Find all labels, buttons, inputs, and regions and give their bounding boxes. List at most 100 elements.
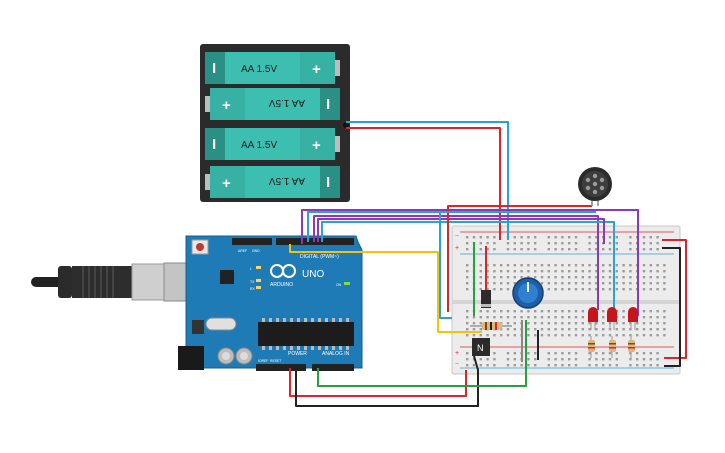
breadboard-hole[interactable]	[540, 334, 544, 337]
breadboard-hole[interactable]	[656, 242, 659, 245]
breadboard-hole[interactable]	[472, 364, 476, 367]
breadboard-hole[interactable]	[547, 248, 550, 251]
wire-green-analog[interactable]	[317, 320, 527, 387]
breadboard-hole[interactable]	[629, 276, 632, 279]
breadboard-hole[interactable]	[663, 322, 666, 325]
breadboard-hole[interactable]	[615, 282, 618, 285]
breadboard-hole[interactable]	[642, 236, 646, 239]
breadboard-hole[interactable]	[581, 264, 584, 267]
breadboard-hole[interactable]	[534, 248, 537, 251]
breadboard-hole[interactable]	[527, 352, 530, 355]
breadboard-hole[interactable]	[588, 242, 591, 245]
breadboard-hole[interactable]	[642, 328, 646, 331]
breadboard-hole[interactable]	[649, 334, 652, 337]
breadboard-hole[interactable]	[527, 242, 530, 245]
breadboard[interactable]: − + + −	[451, 225, 681, 375]
breadboard-hole[interactable]	[663, 270, 666, 273]
breadboard-hole[interactable]	[540, 264, 544, 267]
breadboard-hole[interactable]	[506, 328, 510, 331]
breadboard-hole[interactable]	[534, 352, 537, 355]
diode[interactable]	[481, 290, 491, 308]
breadboard-hole[interactable]	[602, 352, 605, 355]
breadboard-hole[interactable]	[595, 334, 598, 337]
breadboard-hole[interactable]	[649, 276, 652, 279]
breadboard-hole[interactable]	[649, 288, 652, 291]
breadboard-hole[interactable]	[540, 310, 544, 313]
breadboard-hole[interactable]	[574, 270, 578, 273]
breadboard-hole[interactable]	[493, 270, 496, 273]
breadboard-hole[interactable]	[561, 276, 564, 279]
breadboard-hole[interactable]	[642, 310, 646, 313]
breadboard-hole[interactable]	[534, 310, 537, 313]
breadboard-hole[interactable]	[663, 316, 666, 319]
breadboard-hole[interactable]	[622, 282, 625, 285]
breadboard-hole[interactable]	[554, 282, 557, 285]
breadboard-hole[interactable]	[554, 288, 557, 291]
breadboard-hole[interactable]	[506, 316, 510, 319]
breadboard-hole[interactable]	[513, 270, 516, 273]
breadboard-hole[interactable]	[554, 352, 557, 355]
transistor[interactable]: N	[472, 338, 490, 356]
breadboard-hole[interactable]	[554, 358, 557, 361]
breadboard-hole[interactable]	[588, 364, 591, 367]
breadboard-hole[interactable]	[479, 328, 482, 331]
breadboard-hole[interactable]	[629, 322, 632, 325]
breadboard-hole[interactable]	[649, 358, 652, 361]
breadboard-hole[interactable]	[656, 316, 659, 319]
breadboard-hole[interactable]	[595, 352, 598, 355]
breadboard-hole[interactable]	[649, 322, 652, 325]
breadboard-hole[interactable]	[656, 282, 659, 285]
wire-black-rail[interactable]	[662, 247, 681, 367]
breadboard-hole[interactable]	[574, 364, 578, 367]
breadboard-hole[interactable]	[615, 334, 618, 337]
breadboard-hole[interactable]	[615, 264, 618, 267]
breadboard-hole[interactable]	[649, 270, 652, 273]
breadboard-hole[interactable]	[656, 248, 659, 251]
breadboard-hole[interactable]	[466, 276, 469, 279]
breadboard-hole[interactable]	[642, 276, 646, 279]
breadboard-hole[interactable]	[663, 288, 666, 291]
breadboard-hole[interactable]	[486, 316, 489, 319]
breadboard-hole[interactable]	[527, 364, 530, 367]
breadboard-hole[interactable]	[547, 276, 550, 279]
breadboard-hole[interactable]	[642, 242, 646, 245]
breadboard-hole[interactable]	[608, 352, 612, 355]
breadboard-hole[interactable]	[642, 322, 646, 325]
breadboard-hole[interactable]	[622, 264, 625, 267]
breadboard-hole[interactable]	[561, 322, 564, 325]
breadboard-hole[interactable]	[520, 310, 523, 313]
breadboard-hole[interactable]	[486, 248, 489, 251]
breadboard-hole[interactable]	[479, 248, 482, 251]
breadboard-hole[interactable]	[568, 242, 571, 245]
resistor-led-1[interactable]	[588, 336, 595, 358]
breadboard-hole[interactable]	[534, 358, 537, 361]
wire-blue-arduino-1[interactable]	[307, 211, 448, 242]
breadboard-hole[interactable]	[636, 352, 639, 355]
breadboard-hole[interactable]	[554, 276, 557, 279]
breadboard-hole[interactable]	[656, 334, 659, 337]
breadboard-hole[interactable]	[479, 242, 482, 245]
breadboard-hole[interactable]	[554, 242, 557, 245]
wire-black-power[interactable]	[295, 355, 479, 407]
breadboard-hole[interactable]	[568, 334, 571, 337]
breadboard-hole[interactable]	[608, 334, 612, 337]
breadboard-hole[interactable]	[466, 352, 469, 355]
breadboard-hole[interactable]	[568, 264, 571, 267]
breadboard-hole[interactable]	[642, 316, 646, 319]
breadboard-hole[interactable]	[568, 358, 571, 361]
breadboard-hole[interactable]	[581, 276, 584, 279]
breadboard-hole[interactable]	[561, 352, 564, 355]
breadboard-hole[interactable]	[520, 270, 523, 273]
breadboard-hole[interactable]	[547, 242, 550, 245]
breadboard-hole[interactable]	[629, 242, 632, 245]
breadboard-hole[interactable]	[493, 310, 496, 313]
breadboard-hole[interactable]	[506, 248, 510, 251]
breadboard-hole[interactable]	[534, 264, 537, 267]
breadboard-hole[interactable]	[466, 288, 469, 291]
breadboard-hole[interactable]	[608, 364, 612, 367]
breadboard-hole[interactable]	[534, 270, 537, 273]
breadboard-hole[interactable]	[561, 248, 564, 251]
breadboard-hole[interactable]	[527, 334, 530, 337]
breadboard-hole[interactable]	[656, 288, 659, 291]
breadboard-hole[interactable]	[595, 358, 598, 361]
